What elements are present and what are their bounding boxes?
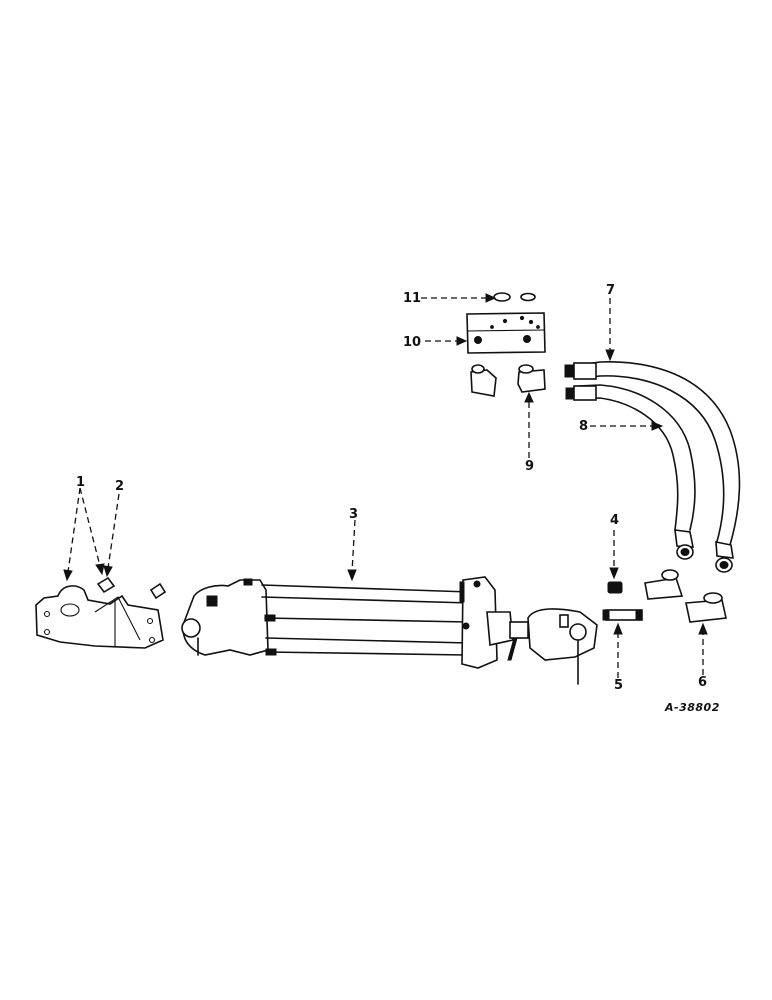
callout-8: 8: [579, 419, 589, 434]
callout-2: 2: [115, 479, 125, 494]
manifold-block-part: [466, 312, 546, 354]
callout-9: 9: [525, 459, 535, 474]
o-ring-part: [493, 292, 536, 302]
hose-assembly: [564, 361, 741, 573]
nut-part: [607, 581, 623, 594]
elbow-fitting-part: [470, 364, 546, 397]
pin-part: [96, 576, 167, 600]
hydraulic-cylinder-part: [181, 576, 598, 685]
callout-10: 10: [403, 335, 422, 350]
callout-1: 1: [76, 475, 86, 490]
callout-6: 6: [698, 675, 708, 690]
callout-3: 3: [349, 507, 359, 522]
callout-5: 5: [614, 678, 624, 693]
reference-code: A-38802: [665, 701, 720, 714]
callout-11: 11: [403, 291, 422, 306]
bracket-part: [35, 585, 164, 649]
callout-7: 7: [606, 283, 616, 298]
elbow-part: [644, 569, 727, 623]
callout-4: 4: [610, 513, 620, 528]
nipple-part: [602, 609, 643, 621]
